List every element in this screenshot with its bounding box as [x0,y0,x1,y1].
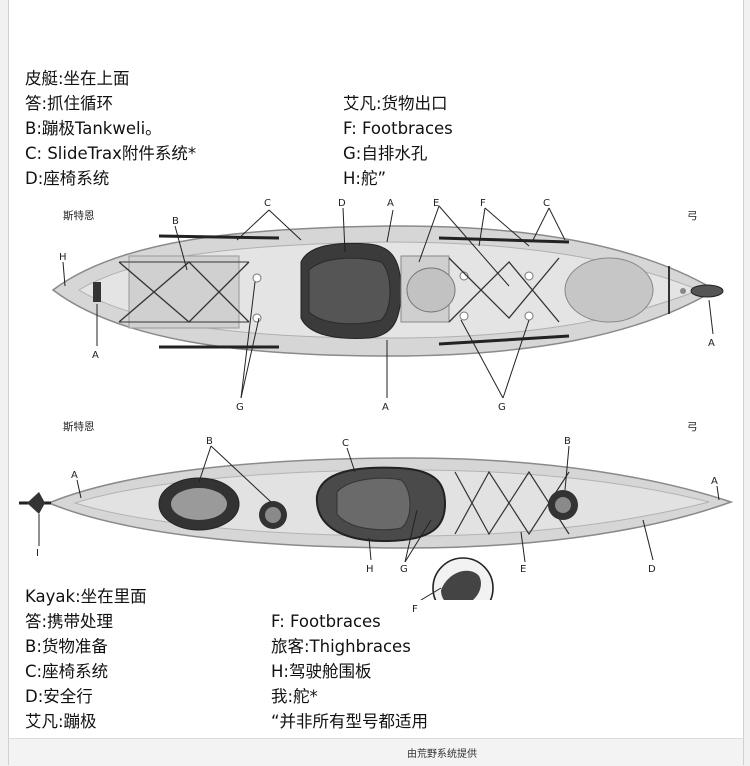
sit-on-top-legend-left: 皮艇:坐在上面 答:抓住循环 B:蹦极Tankweli。 C: SlideTra… [25,66,196,191]
diagram-letter: E [433,198,439,209]
diagram-letter: B [564,436,571,447]
sit-inside-kayak [19,445,734,600]
legend-item: D:座椅系统 [25,169,110,188]
legend-item: 我:舵* [271,687,318,706]
diagram-letter: B [206,436,213,447]
diagram-letter: C [543,198,550,209]
diagram-letter: F [412,604,418,615]
legend-item: F: Footbraces [343,119,453,138]
legend-item: 艾凡:货物出口 [343,94,448,113]
diagram-letter: B [172,216,179,227]
legend-item: F: Footbraces [271,612,381,631]
diagram-letter: A [711,476,718,487]
legend-item: H:驾驶舱围板 [271,662,372,681]
footer-bar: 由荒野系统提供 [9,738,743,766]
legend-item: 艾凡:蹦极 [25,712,97,731]
diagram-letter: A [382,402,389,413]
diagram-letter: A [708,338,715,349]
diagram-letter: H [59,252,67,263]
sit-on-top-kayak: B C D A E F C H A G A G A [51,198,724,413]
sit-on-top-legend-right: 艾凡:货物出口 F: Footbraces G:自排水孔 H:舵” [343,91,453,191]
legend-item: “并非所有型号都适用 [271,712,429,731]
legend-item: G:自排水孔 [343,144,428,163]
stern-label-top: 斯特恩 [63,210,95,222]
diagram-letter: F [480,198,486,209]
legend-item: 旅客:Thighbraces [271,637,411,656]
diagram-letter: H [366,564,374,575]
legend-title: Kayak:坐在里面 [25,587,147,606]
kayak-diagram: B C D A E F C H A G A G A [19,198,734,600]
legend-item: 答:携带处理 [25,612,114,631]
legend-item: H:舵” [343,169,387,188]
diagram-letter: E [520,564,526,575]
diagram-letter: D [648,564,656,575]
diagram-letter: A [71,470,78,481]
legend-item: B:蹦极Tankweli。 [25,119,162,138]
legend-item: C: SlideTrax附件系统* [25,144,197,163]
legend-item: B:货物准备 [25,637,108,656]
legend-item: D:安全行 [25,687,93,706]
page: 皮艇:坐在上面 答:抓住循环 B:蹦极Tankweli。 C: SlideTra… [8,0,744,766]
sit-inside-legend-left: Kayak:坐在里面 答:携带处理 B:货物准备 C:座椅系统 D:安全行 艾凡… [25,584,147,734]
diagram-letter: I [36,548,39,559]
diagram-letter: G [498,402,506,413]
bow-label-bottom: 弓 [687,421,698,433]
legend-title: 皮艇:坐在上面 [25,69,130,88]
sit-inside-legend-right: F: Footbraces 旅客:Thighbraces H:驾驶舱围板 我:舵… [271,609,428,734]
diagram-letter: C [264,198,271,209]
diagram-letter: G [400,564,408,575]
diagram-letter: C [342,438,349,449]
diagram-letter: G [236,402,244,413]
stern-label-bottom: 斯特恩 [63,421,95,433]
kayak-diagram-labels: B C B A A I H G E D F [36,436,718,615]
diagram-letter: A [92,350,99,361]
diagram-letter: D [338,198,346,209]
legend-item: C:座椅系统 [25,662,109,681]
diagram-letter: A [387,198,394,209]
bow-label-top: 弓 [687,210,698,222]
footer-credit: 由荒野系统提供 [407,749,477,760]
legend-item: 答:抓住循环 [25,94,114,113]
